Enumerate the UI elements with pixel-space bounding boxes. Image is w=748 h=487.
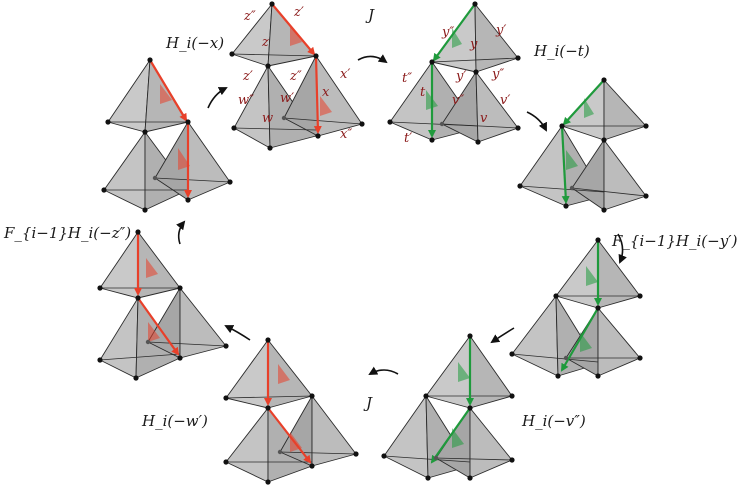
face — [103, 131, 146, 211]
green-flag — [458, 362, 470, 382]
face — [519, 125, 567, 207]
labels: H_i(−x) J H_i(−t) F_{i−1}H_i(−y′) H_i(−v… — [3, 6, 738, 430]
label-fi-hi-neg-zpp: F_{i−1}H_i(−z″) — [3, 224, 131, 242]
face — [469, 335, 513, 409]
green-flag — [586, 266, 598, 286]
vertex-label: t″ — [402, 71, 412, 86]
vertex-label: x — [322, 85, 330, 100]
label-hi-neg-wp: H_i(−w′) — [141, 412, 208, 430]
red-flag — [146, 258, 158, 278]
face — [475, 71, 519, 143]
complex-3: y″ y y′ t″ y′ y″ t v″ v′ t′ v — [387, 1, 521, 146]
complex-4 — [517, 77, 649, 213]
face — [99, 297, 139, 379]
vertex-label: w″ — [238, 93, 254, 108]
complex-6 — [381, 333, 515, 481]
green-arrow — [430, 407, 471, 464]
face — [179, 287, 227, 359]
green-arrow — [560, 125, 570, 204]
vertex-label: x′ — [340, 67, 350, 82]
red-arrow — [149, 59, 188, 122]
label-j-top: J — [365, 6, 375, 24]
label-hi-neg-t: H_i(−t) — [533, 42, 590, 60]
cycle-arrow-5 — [490, 327, 515, 344]
vertex-label: t — [420, 85, 426, 100]
label-hi-neg-vpp: H_i(−v″) — [521, 412, 586, 430]
red-arrow — [313, 55, 322, 134]
red-arrow — [137, 297, 180, 356]
green-flag — [580, 332, 592, 352]
vertex-label: z″ — [289, 69, 302, 84]
face — [511, 295, 559, 377]
red-flag — [148, 322, 160, 342]
cycle-arrows — [176, 54, 627, 375]
label-hi-neg-x: H_i(−x) — [165, 34, 224, 52]
vertex-label: z″ — [243, 9, 256, 24]
cycle-arrow-7 — [224, 325, 251, 341]
face — [107, 59, 151, 133]
face — [469, 407, 513, 479]
vertex-label: y — [469, 37, 478, 52]
vertex-label: x″ — [340, 127, 352, 142]
label-fi-hi-neg-yp: F_{i−1}H_i(−y′) — [611, 232, 738, 250]
vertex-label: t′ — [404, 131, 412, 146]
red-flag — [278, 364, 290, 384]
face — [311, 395, 357, 467]
vertex-label: w — [262, 111, 273, 126]
complex-2: z″ z′ z z′ z″ w″ w′ w x x′ x″ — [229, 1, 365, 151]
face — [597, 239, 641, 309]
vertex-label: v — [480, 111, 488, 126]
vertex-label: y″ — [491, 67, 504, 82]
red-arrow — [271, 3, 316, 56]
face — [597, 307, 641, 377]
red-flag — [320, 96, 332, 116]
green-arrow — [562, 79, 605, 126]
complex-5 — [509, 237, 643, 379]
complex-7 — [223, 337, 359, 485]
vertex-label: z′ — [242, 69, 253, 84]
green-flag — [452, 428, 464, 448]
cycle-arrow-1 — [207, 87, 228, 109]
label-j-bottom: J — [363, 394, 373, 412]
green-arrow — [432, 3, 476, 62]
face — [561, 79, 605, 141]
vertex-label: v″ — [452, 93, 464, 108]
green-flag — [566, 150, 578, 170]
face — [603, 139, 647, 211]
face — [225, 407, 269, 483]
green-arrow — [560, 307, 599, 372]
cycle-arrow-6 — [368, 366, 399, 375]
green-flag — [584, 98, 594, 118]
face — [267, 339, 313, 409]
face — [474, 3, 519, 73]
red-flag — [290, 26, 302, 46]
cycle-arrow-4 — [617, 233, 627, 264]
red-arrow — [267, 407, 312, 464]
vertex-label: w′ — [280, 91, 294, 106]
vertex-label: y′ — [455, 69, 466, 84]
red-flag — [160, 84, 172, 104]
vertex-label: z — [261, 35, 269, 50]
complex-8 — [97, 229, 229, 381]
face — [603, 79, 647, 141]
face — [383, 395, 429, 479]
vertex-label: v′ — [500, 93, 510, 108]
cycle-arrow-8 — [176, 220, 186, 245]
vertex-label: z′ — [293, 5, 304, 20]
complex-1 — [101, 57, 233, 213]
cycle-arrow-2 — [357, 54, 388, 64]
face — [187, 121, 231, 201]
vertex-label: y′ — [495, 23, 506, 38]
vertex-label: y″ — [441, 25, 454, 40]
cycle-arrow-3 — [526, 111, 547, 132]
